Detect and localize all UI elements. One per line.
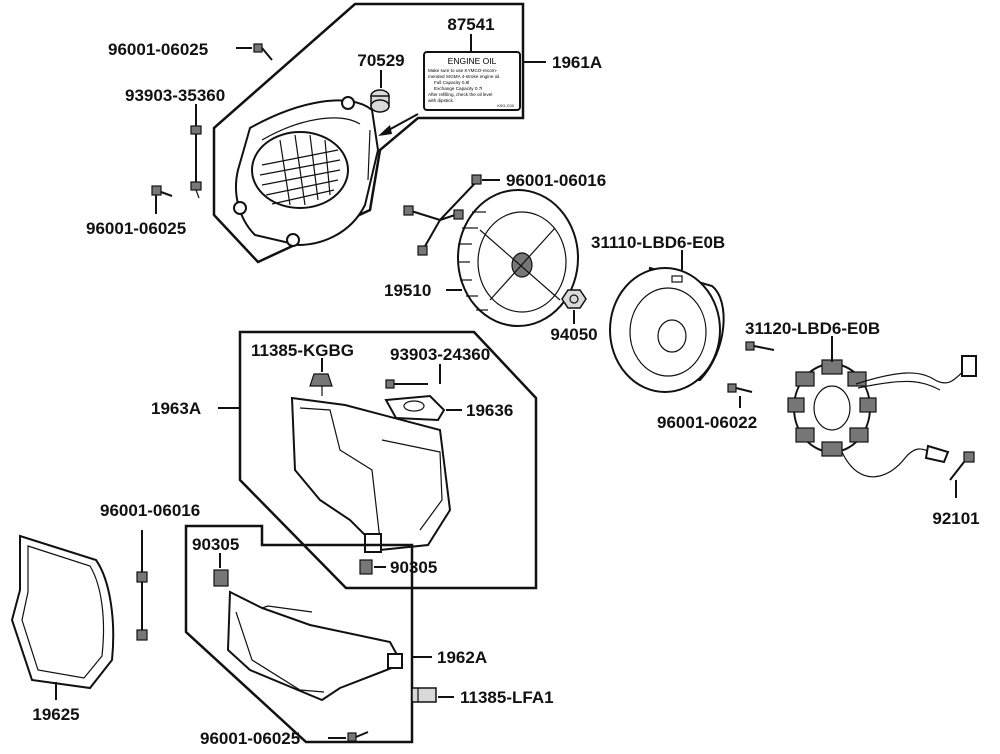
label-96001-06025-left: 96001-06025 xyxy=(86,219,186,238)
oil-label-line4: Exchange Capacity 0.7l xyxy=(434,86,482,91)
screws-93903-35360 xyxy=(190,104,202,199)
label-92101: 92101 xyxy=(932,509,979,528)
stator-31120 xyxy=(787,355,977,478)
label-1963a: 1963A xyxy=(151,399,201,418)
fan-cover-shroud xyxy=(233,96,380,247)
label-96001-06025-top: 96001-06025 xyxy=(108,40,208,59)
lower-shroud-1962a xyxy=(226,590,404,702)
gasket-19625 xyxy=(10,534,115,690)
label-1962a: 1962A xyxy=(437,648,487,667)
label-19636: 19636 xyxy=(466,401,513,420)
label-90305-mid: 90305 xyxy=(390,558,437,577)
oil-label-line1: Make sure to use KYMCO-recom- xyxy=(428,68,498,73)
clip-11385-kgbg xyxy=(309,373,333,396)
clip-11385-lfa1 xyxy=(411,687,437,703)
bolts-96001-06022 xyxy=(727,341,775,408)
group-frame-1963a xyxy=(238,330,538,590)
label-1961a: 1961A xyxy=(552,53,602,72)
label-19625: 19625 xyxy=(32,705,79,724)
oil-label-line6: with dipstick. xyxy=(428,98,454,103)
oil-label-code: K0G-C00 xyxy=(497,103,514,108)
oil-plug-70529 xyxy=(370,89,390,113)
cooling-fan-19510 xyxy=(457,189,579,327)
bolt-96001-06025-left xyxy=(151,185,173,214)
label-19510: 19510 xyxy=(384,281,431,300)
oil-label-title: ENGINE OIL xyxy=(448,56,497,66)
label-70529: 70529 xyxy=(357,51,404,70)
clip-90305-mid xyxy=(359,559,373,575)
cylinder-shroud-1963a xyxy=(290,396,452,553)
cover-19636 xyxy=(384,394,446,422)
label-94050: 94050 xyxy=(550,325,597,344)
bolt-96001-06025-top xyxy=(253,43,273,61)
label-31120: 31120-LBD6-E0B xyxy=(745,319,880,338)
label-93903-24360: 93903-24360 xyxy=(390,345,490,364)
flywheel-31110 xyxy=(609,266,725,393)
bolts-96001-06016-bottom xyxy=(136,530,148,641)
nut-94050 xyxy=(561,289,587,309)
label-90305-low: 90305 xyxy=(192,535,239,554)
label-96001-06025-bottom: 96001-06025 xyxy=(200,729,300,748)
bolts-96001-06016-top xyxy=(403,174,482,256)
label-87541: 87541 xyxy=(447,15,494,34)
oil-label-line3: Full Capacity 0.8l xyxy=(434,80,469,85)
arrow-to-cover xyxy=(378,113,419,136)
label-11385-lfa1: 11385-LFA1 xyxy=(460,688,554,707)
oil-label-line2: mended SIGMA 4-stroke engine oil. xyxy=(428,74,501,79)
clip-90305-low xyxy=(213,569,229,587)
label-31110: 31110-LBD6-E0B xyxy=(591,233,725,252)
oil-label-line5: After refilling, check the oil level xyxy=(428,92,492,97)
label-96001-06022: 96001-06022 xyxy=(657,413,757,432)
label-93903-35360: 93903-35360 xyxy=(125,86,225,105)
bolt-92101 xyxy=(949,451,975,481)
bolt-96001-06025-bottom xyxy=(347,731,369,742)
screw-93903-24360 xyxy=(385,379,428,389)
label-96001-06016-bottom: 96001-06016 xyxy=(100,501,200,520)
label-11385-kgbg: 11385-KGBG xyxy=(251,341,354,360)
label-96001-06016-top: 96001-06016 xyxy=(506,171,606,190)
engine-oil-label-87541: ENGINE OIL Make sure to use KYMCO-recom-… xyxy=(423,51,521,111)
group-frame-1962a xyxy=(184,524,414,744)
